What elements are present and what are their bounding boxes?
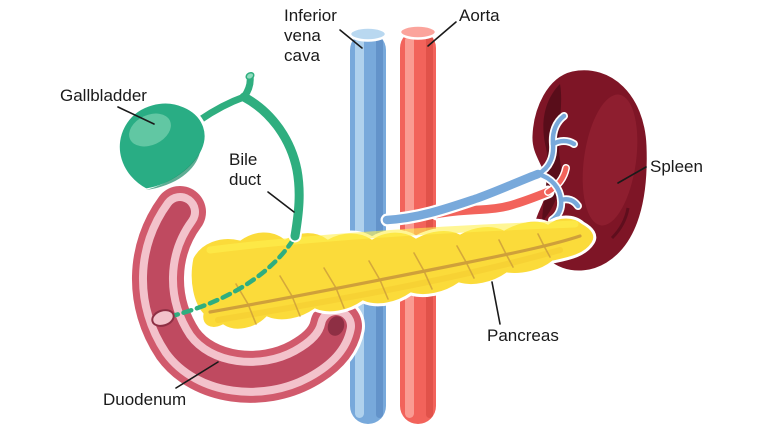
bile-duct-dashed bbox=[169, 237, 296, 319]
inferior-vena-cava-vessel bbox=[347, 26, 389, 426]
cystic-duct bbox=[196, 93, 248, 124]
pancreas-highlight bbox=[206, 220, 579, 254]
pointer-line-spleen bbox=[617, 166, 647, 184]
label-spleen: Spleen bbox=[650, 157, 703, 176]
duodenal-papilla bbox=[151, 309, 175, 327]
label-inferior-vena-cava: Inferior vena cava bbox=[284, 6, 337, 66]
duct-cut-end bbox=[245, 71, 255, 81]
splenic-artery bbox=[430, 164, 570, 221]
pointer-line-gallbladder bbox=[117, 106, 155, 125]
gallbladder-highlight bbox=[129, 113, 171, 147]
label-aorta: Aorta bbox=[459, 6, 500, 25]
pointer-line-inferior-vena-cava bbox=[339, 29, 363, 49]
label-duodenum: Duodenum bbox=[103, 390, 187, 409]
splenic-vein-branches bbox=[535, 113, 581, 223]
splenic-vein bbox=[380, 112, 582, 227]
pointer-line-pancreas bbox=[491, 281, 501, 325]
label-bile-duct: Bile duct bbox=[229, 150, 262, 190]
aorta-top-cap bbox=[398, 24, 438, 40]
pointer-line-duodenum bbox=[175, 361, 219, 389]
label-pancreas: Pancreas bbox=[487, 326, 559, 345]
label-gallbladder: Gallbladder bbox=[60, 86, 147, 105]
pointer-lines bbox=[117, 21, 647, 389]
spleen-cleft bbox=[610, 207, 630, 240]
vena-cava-top-cap bbox=[348, 26, 388, 42]
pancreatic-duct-branches bbox=[235, 233, 551, 325]
duodenum-lumen bbox=[327, 316, 345, 336]
spleen-highlight bbox=[582, 94, 638, 226]
duodenum-shape bbox=[129, 183, 365, 406]
pointer-line-bile-duct bbox=[267, 191, 295, 213]
gallbladder-shape bbox=[116, 100, 208, 192]
pancreas-shade bbox=[215, 247, 563, 323]
pancreatic-duct bbox=[208, 233, 582, 325]
pointer-line-aorta bbox=[427, 21, 457, 47]
aorta-vessel bbox=[397, 24, 439, 426]
duodenum-mucosa bbox=[147, 201, 347, 388]
bile-duct-shape bbox=[194, 70, 306, 243]
